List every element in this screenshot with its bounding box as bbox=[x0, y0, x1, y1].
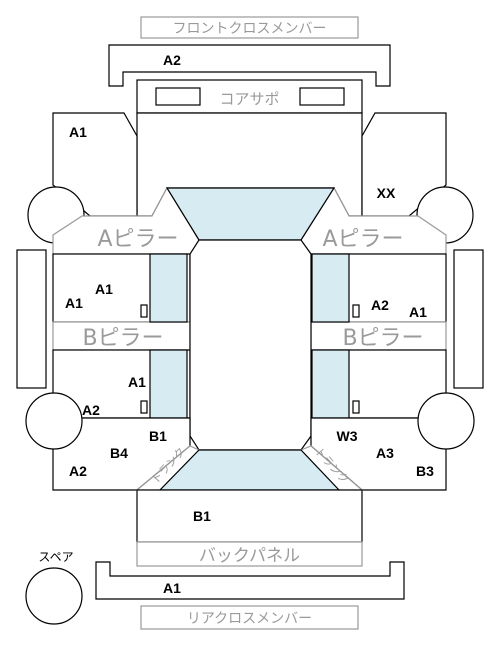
spare-wheel[interactable] bbox=[25, 567, 83, 625]
a-pillar-right[interactable]: Aピラー bbox=[300, 186, 447, 255]
right-side-step[interactable] bbox=[453, 249, 484, 389]
right-headlight[interactable] bbox=[299, 87, 345, 106]
right-front-door-code-a2: A2 bbox=[371, 297, 389, 313]
front-member-code: A2 bbox=[163, 52, 181, 68]
left-side-step[interactable] bbox=[16, 249, 47, 389]
front-cross-member-label: フロントクロスメンバー bbox=[173, 21, 327, 37]
roof[interactable] bbox=[189, 239, 312, 451]
spare-tire[interactable]: スペア bbox=[25, 550, 83, 625]
left-rear-door-handle[interactable] bbox=[140, 400, 148, 414]
front-member[interactable]: A2 bbox=[108, 44, 391, 87]
left-quarter-code-b1: B1 bbox=[149, 428, 167, 444]
left-quarter-code-b4: B4 bbox=[110, 445, 128, 461]
rear-left-wheel[interactable] bbox=[25, 392, 83, 450]
rear-cross-member-label: リアクロスメンバー bbox=[187, 611, 312, 627]
core-support-label: コアサポ bbox=[219, 90, 279, 108]
front-cross-member[interactable]: フロントクロスメンバー bbox=[140, 16, 359, 39]
right-front-window[interactable] bbox=[311, 253, 350, 323]
left-front-door-code-a: A1 bbox=[95, 281, 113, 297]
core-support[interactable]: コアサポ bbox=[136, 79, 363, 114]
right-quarter-code-b3: B3 bbox=[416, 463, 434, 479]
left-rear-door-code: A1 bbox=[128, 374, 146, 390]
left-front-window[interactable] bbox=[149, 253, 188, 323]
b-pillar-left[interactable]: Bピラー bbox=[52, 321, 191, 351]
left-front-door-code-b: A1 bbox=[65, 295, 83, 311]
left-quarter-code-a2: A2 bbox=[69, 463, 87, 479]
front-left-fender[interactable]: A1 bbox=[52, 112, 138, 217]
right-quarter-panel[interactable]: W3 A3 B3 bbox=[310, 417, 447, 491]
right-quarter-code-a3: A3 bbox=[376, 445, 394, 461]
back-panel[interactable]: バックパネル bbox=[136, 541, 363, 567]
right-rear-window[interactable] bbox=[311, 349, 350, 419]
rear-cross-member[interactable]: リアクロスメンバー bbox=[140, 605, 359, 630]
right-front-door-handle[interactable] bbox=[352, 304, 360, 318]
back-panel-label: バックパネル bbox=[199, 546, 300, 566]
right-quarter-code-w3: W3 bbox=[337, 428, 358, 444]
left-rear-wheel-code: A2 bbox=[82, 402, 100, 418]
front-right-fender-code: XX bbox=[377, 185, 396, 201]
b-pillar-right-label: Bピラー bbox=[342, 326, 423, 351]
rear-member[interactable]: A1 bbox=[95, 561, 405, 600]
right-front-door-code-a1: A1 bbox=[409, 304, 427, 320]
rear-member-code: A1 bbox=[163, 580, 181, 596]
front-left-fender-code: A1 bbox=[69, 124, 87, 140]
b-pillar-left-label: Bピラー bbox=[82, 326, 163, 351]
a-pillar-left-label: Aピラー bbox=[97, 227, 178, 252]
left-front-door-handle[interactable] bbox=[140, 304, 148, 318]
a-pillar-right-label: Aピラー bbox=[322, 227, 403, 252]
left-rear-window[interactable] bbox=[149, 349, 188, 419]
trunk-code: B1 bbox=[193, 508, 211, 524]
b-pillar-right[interactable]: Bピラー bbox=[310, 321, 447, 351]
left-rear-wheel-label-group: A2 bbox=[82, 402, 100, 418]
left-headlight[interactable] bbox=[155, 87, 201, 106]
spare-label: スペア bbox=[38, 550, 73, 564]
trunk[interactable]: B1 bbox=[136, 489, 363, 543]
rear-right-wheel[interactable] bbox=[417, 392, 475, 450]
right-rear-door-handle[interactable] bbox=[352, 400, 360, 414]
